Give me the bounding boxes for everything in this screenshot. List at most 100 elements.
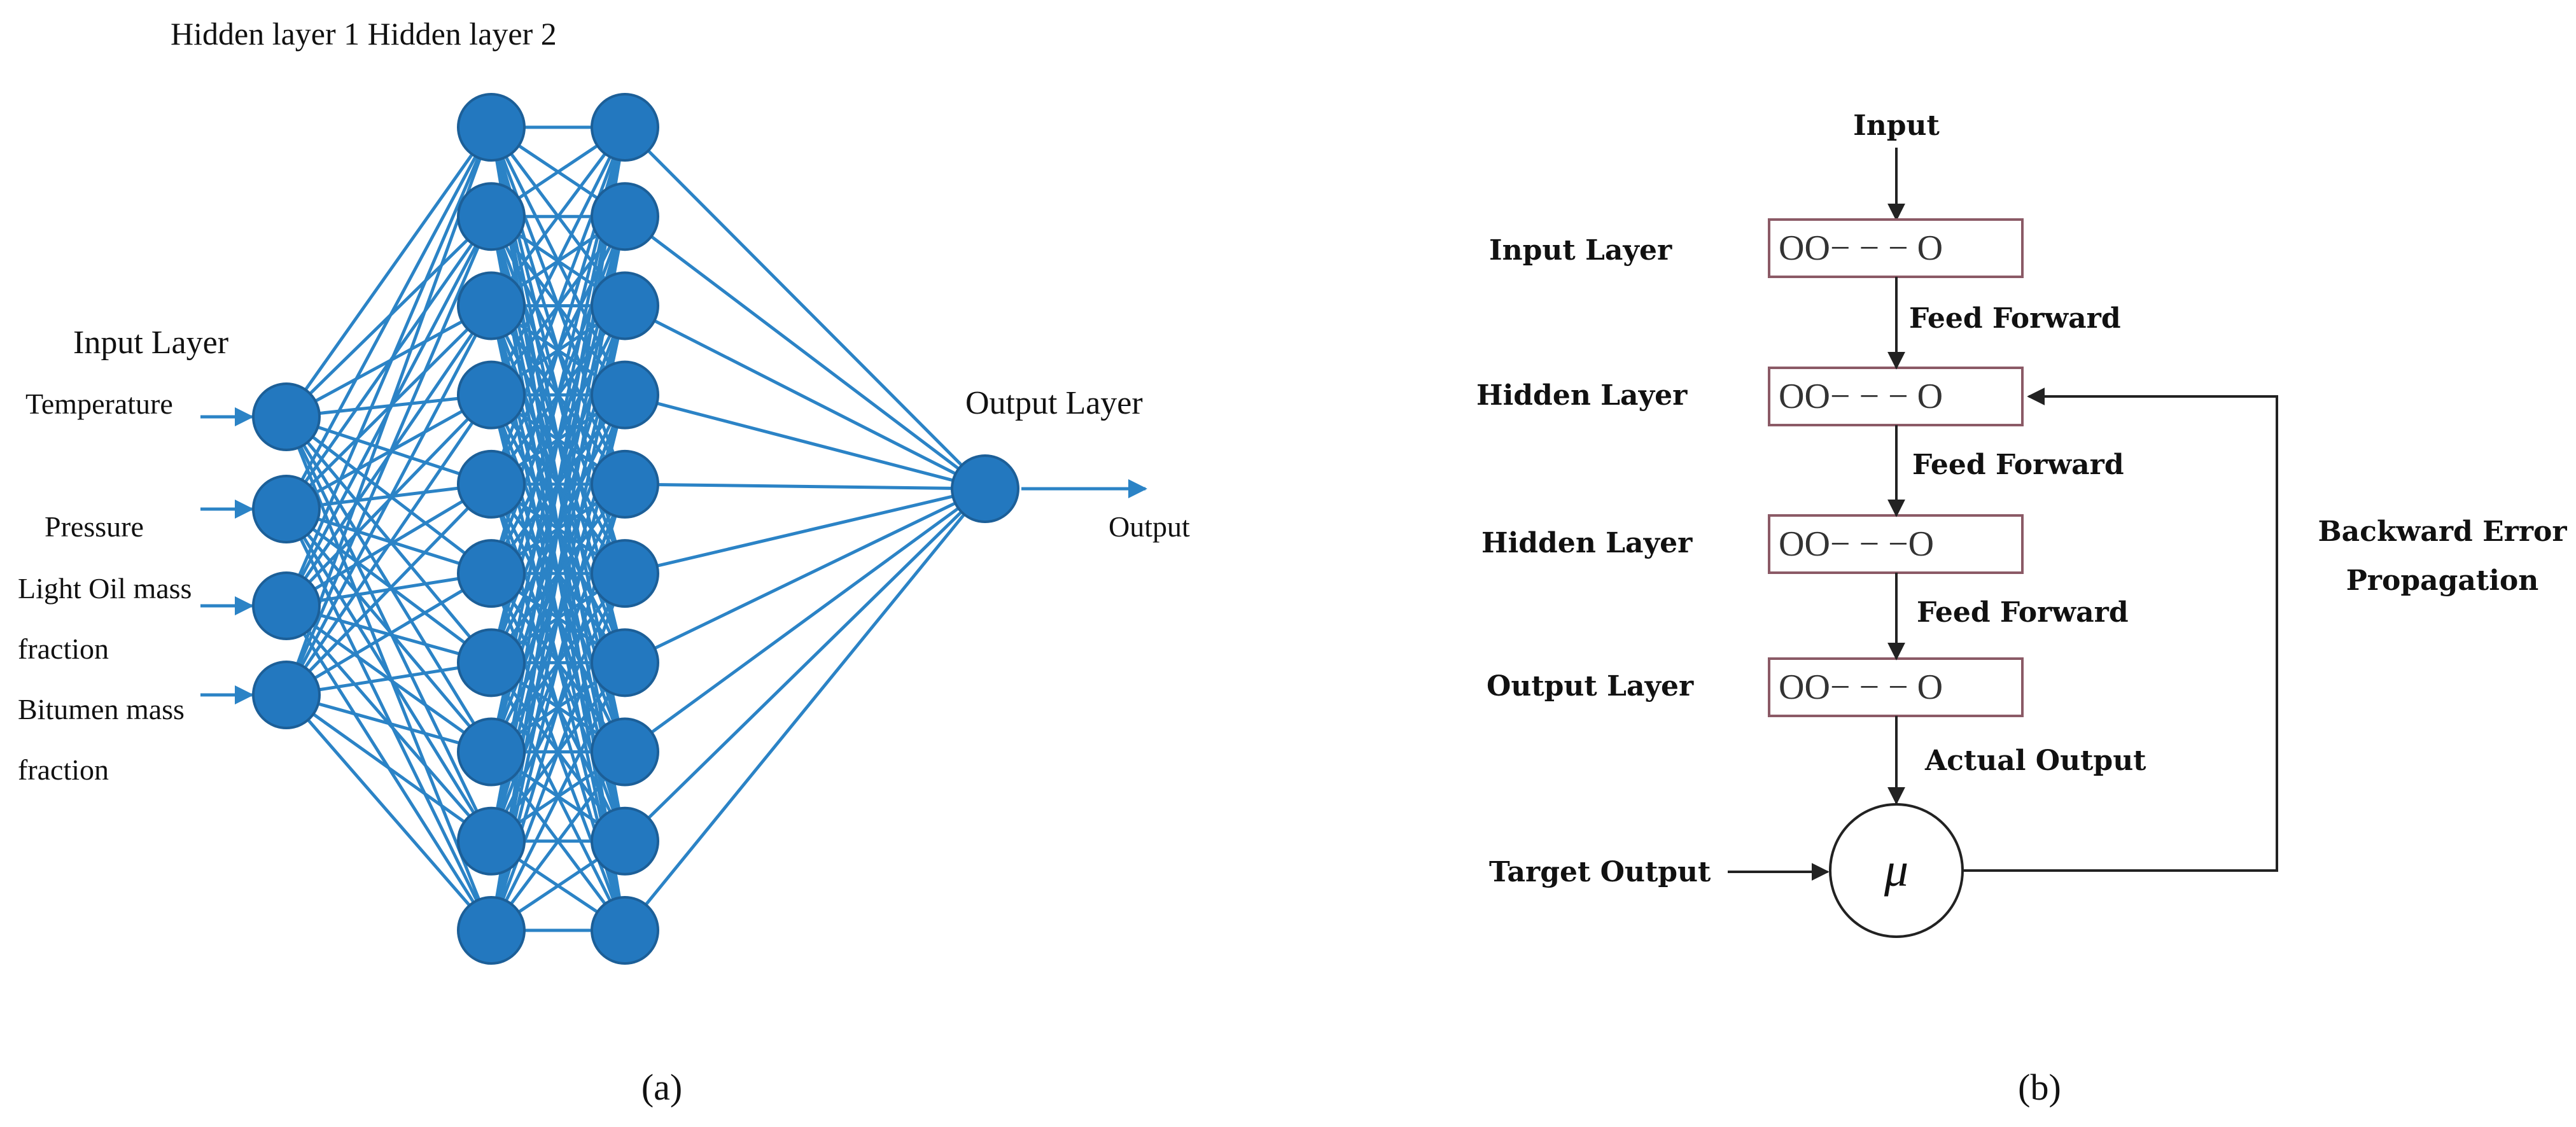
hidden-layer-1-node	[457, 182, 526, 251]
edge-input-to-hidden1	[286, 507, 492, 575]
caption-a: (a)	[641, 1067, 682, 1108]
edge-input-to-hidden1	[286, 693, 492, 753]
edge-input-to-hidden1	[285, 508, 493, 753]
hidden-layer-1-label: Hidden Layer	[1476, 379, 1688, 412]
edge-input-to-hidden1	[285, 694, 493, 932]
edge-input-to-hidden1	[284, 126, 493, 510]
hidden-layer-1-node	[457, 360, 526, 430]
edge-hidden2-to-output	[624, 487, 986, 575]
hidden-layer-headers: Hidden layer 1 Hidden layer 2	[171, 16, 557, 52]
panel-b-backpropagation-flow: Input OO− − − O Input Layer OO− − − O Hi…	[1476, 109, 2567, 1108]
hidden-layer-2-node	[591, 806, 659, 876]
hidden-layer-2-node	[591, 539, 659, 608]
edge-hidden1-to-hidden2	[489, 126, 627, 307]
edge-hidden2-to-output	[624, 487, 986, 932]
hidden-layer-2-node	[591, 360, 659, 430]
hidden-layer-2-node	[591, 717, 659, 787]
edge-hidden1-to-hidden2	[489, 216, 627, 931]
hidden-layer-2-node	[591, 896, 659, 965]
input-arrows	[200, 407, 254, 704]
edge-hidden1-to-hidden2	[489, 127, 627, 485]
hidden-layer-1-node	[457, 806, 526, 876]
edge-input-to-hidden1	[286, 482, 492, 511]
backprop-label-line2: Propagation	[2346, 564, 2539, 597]
input-label-bitumen-line2: fraction	[18, 753, 109, 786]
error-node	[1829, 803, 1964, 938]
feed-forward-label-2: Feed Forward	[1912, 449, 2124, 481]
hidden-layer-2-box	[1768, 514, 2024, 574]
hidden-layer-1-node	[457, 717, 526, 787]
input-layer-title: Input Layer	[73, 325, 228, 361]
edge-hidden1-to-hidden2	[489, 662, 627, 932]
backprop-label-line1: Backward Error	[2318, 515, 2567, 548]
hidden-layer-2-node	[591, 449, 659, 519]
edge-hidden2-to-output	[624, 126, 986, 490]
edge-input-to-hidden1	[285, 483, 493, 696]
hidden-layer-2-node	[591, 182, 659, 251]
edge-input-to-hidden1	[285, 693, 493, 843]
edge-input-to-hidden1	[284, 508, 493, 843]
output-node	[951, 454, 1019, 523]
hidden-layer-1-node	[457, 628, 526, 697]
edge-hidden1-to-hidden2	[489, 751, 627, 932]
edge-hidden2-to-output	[624, 487, 986, 753]
edge-hidden1-to-hidden2	[489, 573, 627, 931]
edge-input-to-hidden1	[284, 394, 493, 696]
edge-input-to-hidden1	[286, 661, 492, 697]
input-label-temperature: Temperature	[25, 388, 173, 420]
actual-output-label: Actual Output	[1924, 745, 2146, 777]
output-layer-title: Output Layer	[965, 385, 1143, 421]
hidden-layer-1-node	[457, 271, 526, 340]
mu-symbol: μ	[1884, 843, 1908, 897]
input-layer-box	[1768, 218, 2024, 278]
hidden-layer-2-node	[591, 628, 659, 697]
target-output-label: Target Output	[1489, 856, 1711, 888]
panel-a-neural-network: Hidden layer 1 Hidden layer 2 Input Laye…	[18, 16, 1190, 1108]
edge-hidden2-to-output	[624, 215, 986, 490]
hidden-layer-1-node	[457, 93, 526, 162]
hidden-layer-1-node	[457, 539, 526, 608]
hidden-layer-2-node	[591, 271, 659, 340]
hidden-layer-2-glyphs: OO− − −O	[1779, 524, 1934, 564]
feed-forward-label-3: Feed Forward	[1917, 596, 2129, 629]
hidden-layer-1-node	[457, 449, 526, 519]
input-label-light-oil-line1: Light Oil mass	[18, 572, 192, 605]
edge-input-to-hidden1	[285, 507, 493, 664]
edge-hidden1-to-hidden2	[489, 127, 627, 931]
output-label: Output	[1109, 510, 1190, 543]
hidden-layer-2-label: Hidden Layer	[1481, 527, 1693, 559]
edge-hidden1-to-hidden2	[489, 127, 627, 842]
edge-input-to-hidden1	[284, 508, 493, 932]
hidden-layer-1-node	[457, 896, 526, 965]
edge-input-to-hidden1	[284, 126, 493, 418]
hidden-layer-2-node	[591, 93, 659, 162]
edge-hidden2-to-output	[624, 304, 986, 491]
output-layer-label: Output Layer	[1487, 670, 1694, 703]
input-node	[252, 661, 321, 729]
hidden-layer-1-glyphs: OO− − − O	[1779, 377, 1943, 416]
input-layer-glyphs: OO− − − O	[1779, 228, 1943, 268]
network-nodes	[252, 93, 1019, 965]
edge-input-to-hidden1	[285, 571, 493, 697]
input-label-light-oil-line2: fraction	[18, 633, 109, 665]
caption-b: (b)	[2018, 1067, 2061, 1108]
input-node	[252, 571, 321, 640]
edge-input-to-hidden1	[284, 305, 493, 696]
hidden-layer-1-box	[1768, 367, 2024, 426]
output-layer-glyphs: OO− − − O	[1779, 668, 1943, 707]
input-label-bitumen-line1: Bitumen mass	[18, 693, 185, 725]
edge-input-to-hidden1	[284, 127, 493, 606]
edge-hidden2-to-output	[624, 482, 986, 491]
edge-hidden2-to-output	[624, 487, 986, 843]
edge-hidden2-to-output	[624, 487, 986, 664]
feed-forward-label-1: Feed Forward	[1909, 302, 2121, 335]
input-node	[252, 382, 321, 451]
input-node	[252, 475, 321, 543]
edge-input-to-hidden1	[284, 216, 493, 696]
edge-input-to-hidden1	[284, 127, 493, 696]
input-label-pressure: Pressure	[45, 510, 144, 543]
edge-hidden1-to-hidden2	[489, 126, 627, 396]
input-layer-label: Input Layer	[1489, 234, 1672, 267]
backward-error-loop	[1963, 388, 2278, 872]
